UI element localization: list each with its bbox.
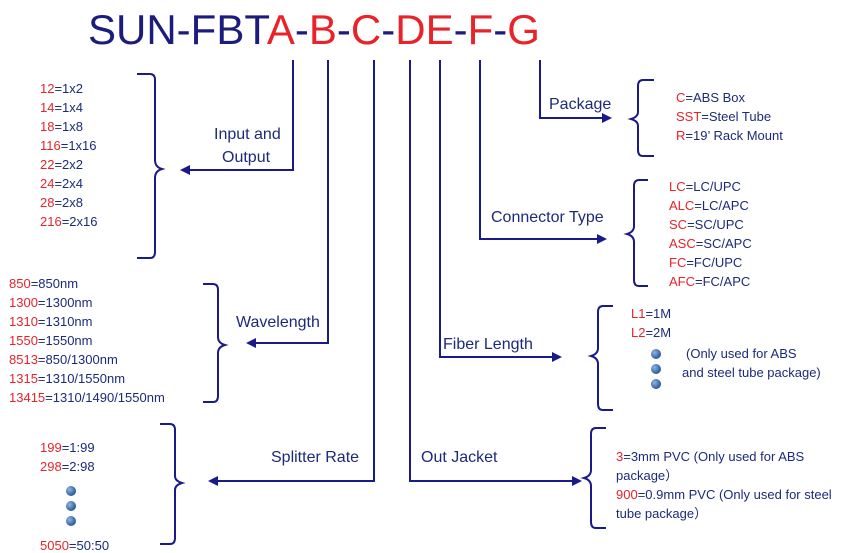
code-part-a: A (266, 6, 295, 53)
brace-wavelength (203, 283, 229, 403)
list-item: 13415=1310/1490/1550nm (9, 390, 165, 405)
ellipsis-dot-icon (651, 379, 661, 389)
list-item: 18=1x8 (40, 119, 84, 134)
code-part-de: DE (395, 6, 454, 53)
list-item: 1315=1310/1550nm (9, 371, 126, 386)
list-item: ASC=SC/APC (669, 236, 752, 251)
list-item: ALC=LC/APC (669, 198, 749, 213)
code-part-f: F (467, 6, 494, 53)
code-prefix: SUN-FBT (88, 6, 267, 53)
label-connector-type: Connector Type (491, 209, 604, 226)
code-sep: - (336, 6, 351, 53)
label-wavelength: Wavelength (236, 314, 320, 331)
splitter-rate-list: 199=1:99 298=2:98 (40, 438, 95, 476)
ellipsis-dot-icon (66, 486, 76, 496)
package-list: C=ABS Box SST=Steel Tube R=19’ Rack Moun… (676, 88, 783, 145)
list-item: 298=2:98 (40, 459, 95, 474)
line-e (439, 60, 562, 362)
list-item: SST=Steel Tube (676, 109, 772, 124)
list-item: 1550=1550nm (9, 333, 93, 348)
out-jacket-list: 3=3mm PVC (Only used for ABS package） 90… (616, 447, 832, 523)
line-f (479, 60, 607, 244)
line-d (409, 60, 582, 486)
list-item: 22=2x2 (40, 157, 84, 172)
line-g (539, 60, 612, 123)
code-sep: - (493, 6, 508, 53)
code-part-c: C (350, 6, 382, 53)
list-item: L2=2M (631, 325, 672, 340)
label-splitter-rate: Splitter Rate (271, 449, 360, 466)
list-item: FC=FC/UPC (669, 255, 743, 270)
brace-splitter-rate (160, 423, 186, 545)
fiber-length-note-2: and steel tube package) (682, 365, 821, 380)
code-part-b: B (308, 6, 337, 53)
list-item: 14=1x4 (40, 100, 84, 115)
list-item: 850=850nm (9, 276, 79, 291)
list-item: R=19’ Rack Mount (676, 128, 783, 143)
code-part-g: G (507, 6, 540, 53)
label-out-jacket: Out Jacket (421, 449, 498, 466)
brace-connector-type (623, 179, 648, 287)
splitter-rate-last: 5050=50:50 (40, 538, 110, 553)
line-c (208, 60, 375, 486)
line-a (180, 60, 294, 175)
list-item: 12=1x2 (40, 81, 84, 96)
code-sep: - (381, 6, 396, 53)
list-item: 3=3mm PVC (Only used for ABS (616, 449, 805, 464)
list-item: package） (616, 468, 679, 483)
list-item: 28=2x8 (40, 195, 84, 210)
list-item: 1310=1310nm (9, 314, 93, 329)
brace-out-jacket (580, 427, 606, 529)
list-item: SC=SC/UPC (669, 217, 744, 232)
list-item: 199=1:99 (40, 440, 95, 455)
list-item: tube package） (616, 506, 708, 521)
code-sep: - (453, 6, 468, 53)
list-item: C=ABS Box (676, 90, 746, 105)
list-item: L1=1M (631, 306, 672, 321)
wavelength-list: 850=850nm 1300=1300nm 1310=1310nm 1550=1… (9, 274, 165, 407)
line-b (246, 60, 329, 348)
list-item: 116=1x16 (40, 138, 97, 153)
product-code-title: SUN-FBTA-B-C-DE-F-G (88, 6, 540, 54)
list-item: AFC=FC/APC (669, 274, 751, 289)
ellipsis-dot-icon (651, 364, 661, 374)
input-output-list: 12=1x2 14=1x4 18=1x8 116=1x16 22=2x2 24=… (40, 79, 98, 231)
connector-type-list: LC=LC/UPC ALC=LC/APC SC=SC/UPC ASC=SC/AP… (669, 177, 752, 291)
ellipsis-dot-icon (66, 501, 76, 511)
label-fiber-length: Fiber Length (443, 336, 533, 353)
brace-input-output (137, 73, 166, 259)
label-input-output-2: Output (222, 149, 271, 166)
brace-fiber-length (587, 305, 613, 411)
label-package: Package (549, 96, 612, 113)
list-item: 900=0.9mm PVC (Only used for steel (616, 487, 832, 502)
list-item: 216=2x16 (40, 214, 98, 229)
list-item: LC=LC/UPC (669, 179, 741, 194)
list-item: 8513=850/1300nm (9, 352, 118, 367)
brace-package (627, 79, 654, 157)
ellipsis-dot-icon (651, 349, 661, 359)
list-item: 1300=1300nm (9, 295, 93, 310)
fiber-length-list: L1=1M L2=2M (631, 304, 671, 342)
fiber-length-note-1: (Only used for ABS (686, 346, 797, 361)
code-sep: - (294, 6, 309, 53)
label-input-output-1: Input and (214, 126, 281, 143)
list-item: 24=2x4 (40, 176, 84, 191)
ellipsis-dot-icon (66, 516, 76, 526)
